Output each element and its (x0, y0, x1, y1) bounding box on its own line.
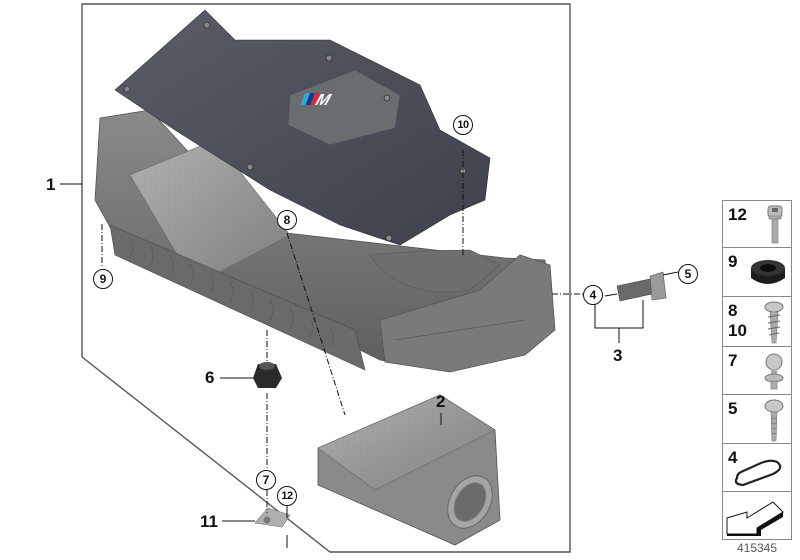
legend-num: 5 (728, 399, 738, 418)
callout-11: 11 (200, 512, 218, 531)
legend-num: 12 (728, 205, 747, 224)
callout-6: 6 (205, 368, 215, 387)
intake-silencer-housing (94, 109, 556, 373)
callout-9: 9 (93, 269, 113, 289)
direction-arrow-icon (726, 501, 784, 536)
m-logo: M (300, 90, 334, 109)
leader-lines (60, 183, 679, 548)
engine-cover: M (114, 9, 491, 246)
oval-seal-ring-icon (734, 459, 782, 487)
legend-row-4: 4 (723, 444, 791, 492)
legend-num: 7 (728, 351, 738, 370)
callout-5: 5 (678, 264, 698, 284)
assembly-frame (81, 3, 571, 553)
socket-head-bolt-icon (767, 205, 783, 244)
self-tapping-screw-icon (764, 301, 784, 344)
legend-row-9: 9 (723, 248, 791, 297)
callout-2: 2 (436, 392, 446, 411)
legend-num: 4 (728, 448, 738, 467)
legend-row-7: 7 (723, 347, 791, 395)
legend-row-arrow (723, 492, 791, 539)
callout-12: 12 (277, 486, 297, 506)
air-filter-element (317, 394, 501, 546)
diagram-number: 415345 (736, 541, 778, 555)
callout-8: 8 (277, 210, 297, 230)
callout-4: 4 (583, 285, 603, 305)
legend-row-5: 5 (723, 395, 791, 444)
mass-airflow-sensor (616, 271, 667, 302)
rubber-grommet-icon (751, 260, 785, 284)
callout-7: 7 (256, 470, 276, 490)
ball-stud-icon (764, 353, 784, 390)
bracket (254, 507, 291, 528)
callout-10: 10 (453, 115, 473, 135)
torx-screw-icon (764, 399, 784, 442)
callout-1: 1 (46, 175, 56, 194)
dash-dot-lines (101, 150, 583, 513)
legend-num: 9 (728, 252, 738, 271)
legend-row-12: 12 (723, 201, 791, 248)
callout-3: 3 (613, 346, 623, 365)
rubber-mount (253, 362, 282, 388)
